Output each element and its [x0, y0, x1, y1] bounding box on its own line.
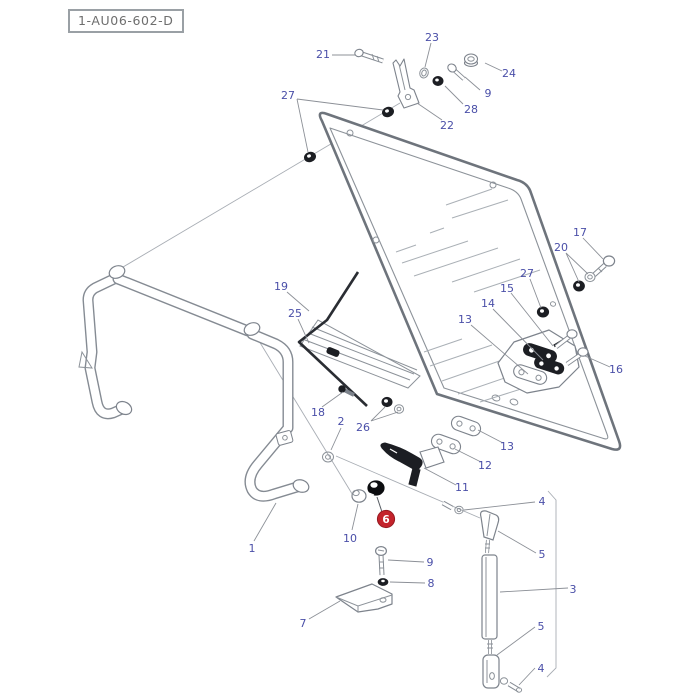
part-label-9-bottom[interactable]: 9: [427, 556, 434, 569]
part-cap-10: [351, 489, 367, 503]
part-label-20[interactable]: 20: [554, 241, 568, 254]
part-cap-24: [463, 53, 479, 67]
part-strut-body-3: [481, 554, 498, 654]
part-latch-handle-11: [380, 442, 445, 487]
part-label-18[interactable]: 18: [311, 406, 325, 419]
gas-strut-assembly: [441, 490, 557, 693]
part-pin-4-upper: [441, 500, 464, 515]
part-label-21[interactable]: 21: [316, 48, 330, 61]
part-nut-28: [432, 76, 444, 86]
part-washer-26-light: [393, 404, 405, 414]
part-grommet-27-left: [304, 151, 316, 163]
right-hardware-cluster: [536, 255, 616, 318]
part-label-1[interactable]: 1: [249, 542, 256, 555]
part-label-22[interactable]: 22: [440, 119, 454, 132]
part-label-17[interactable]: 17: [573, 226, 587, 239]
part-label-2[interactable]: 2: [338, 415, 345, 428]
part-washer-20-inner: [573, 280, 585, 292]
part-label-23[interactable]: 23: [425, 31, 439, 44]
part-link-plate-13a: [513, 364, 548, 385]
part-bolt-16b: [565, 347, 589, 366]
part-washer-20-outer: [584, 271, 596, 283]
part-label-19[interactable]: 19: [274, 280, 288, 293]
part-plate-13b: [450, 415, 482, 437]
part-washer-26-dark: [381, 396, 393, 408]
selected-part-number[interactable]: 6: [382, 514, 389, 526]
part-label-11[interactable]: 11: [455, 481, 469, 494]
part-label-25[interactable]: 25: [288, 307, 302, 320]
part-label-5-lower[interactable]: 5: [538, 620, 545, 633]
part-label-27-top[interactable]: 27: [281, 89, 295, 102]
part-label-13-lower[interactable]: 13: [500, 440, 514, 453]
leader-lines: [253, 42, 611, 686]
part-bolt-9-bottom: [375, 545, 388, 576]
part-bushing-6-highlighted: [367, 480, 385, 496]
part-grommet-27-right: [536, 306, 550, 318]
part-grommet-27-upper: [382, 106, 394, 118]
part-label-3[interactable]: 3: [570, 583, 577, 596]
part-ball-stud-5-lower: [482, 654, 500, 689]
part-pin-4-lower: [499, 677, 523, 693]
part-label-12[interactable]: 12: [478, 459, 492, 472]
part-bolt-16a: [554, 329, 578, 349]
part-label-4-lower[interactable]: 4: [538, 662, 545, 675]
part-label-26[interactable]: 26: [356, 421, 370, 434]
part-label-27-right[interactable]: 27: [520, 267, 534, 280]
pane-holes: [346, 129, 557, 406]
top-hardware-cluster: [304, 48, 479, 163]
part-label-10[interactable]: 10: [343, 532, 357, 545]
part-label-7[interactable]: 7: [300, 617, 307, 630]
part-ball-stud-5-upper: [479, 510, 500, 554]
part-bolt-17: [592, 255, 616, 277]
part-label-9-top[interactable]: 9: [485, 87, 492, 100]
diagram-code: 1-AU06-602-D: [68, 9, 184, 33]
part-block-7: [335, 583, 393, 613]
part-frame-tube: [78, 265, 310, 502]
part-washer-8: [377, 578, 389, 586]
part-label-5-upper[interactable]: 5: [539, 548, 546, 561]
part-bolt-9-top: [447, 63, 466, 81]
part-plate-12: [430, 433, 462, 455]
part-ring-2: [322, 451, 334, 463]
part-label-14[interactable]: 14: [481, 297, 495, 310]
part-label-8[interactable]: 8: [428, 577, 435, 590]
part-label-13-upper[interactable]: 13: [458, 313, 472, 326]
part-bolt-21: [354, 48, 384, 64]
callout-labels: 21 23 24 9 28 22 27 17 20 27 15 14 13 19…: [249, 31, 624, 675]
selected-part-badge[interactable]: 6: [376, 509, 396, 529]
part-label-4-upper[interactable]: 4: [539, 495, 546, 508]
part-washer-23: [419, 67, 429, 79]
part-plate-14b: [534, 356, 565, 375]
part-label-24[interactable]: 24: [502, 67, 516, 80]
part-window-pane: [318, 111, 622, 451]
part-label-16[interactable]: 16: [609, 363, 623, 376]
part-bracket-22: [392, 58, 420, 109]
part-label-15[interactable]: 15: [500, 282, 514, 295]
part-label-28[interactable]: 28: [464, 103, 478, 116]
